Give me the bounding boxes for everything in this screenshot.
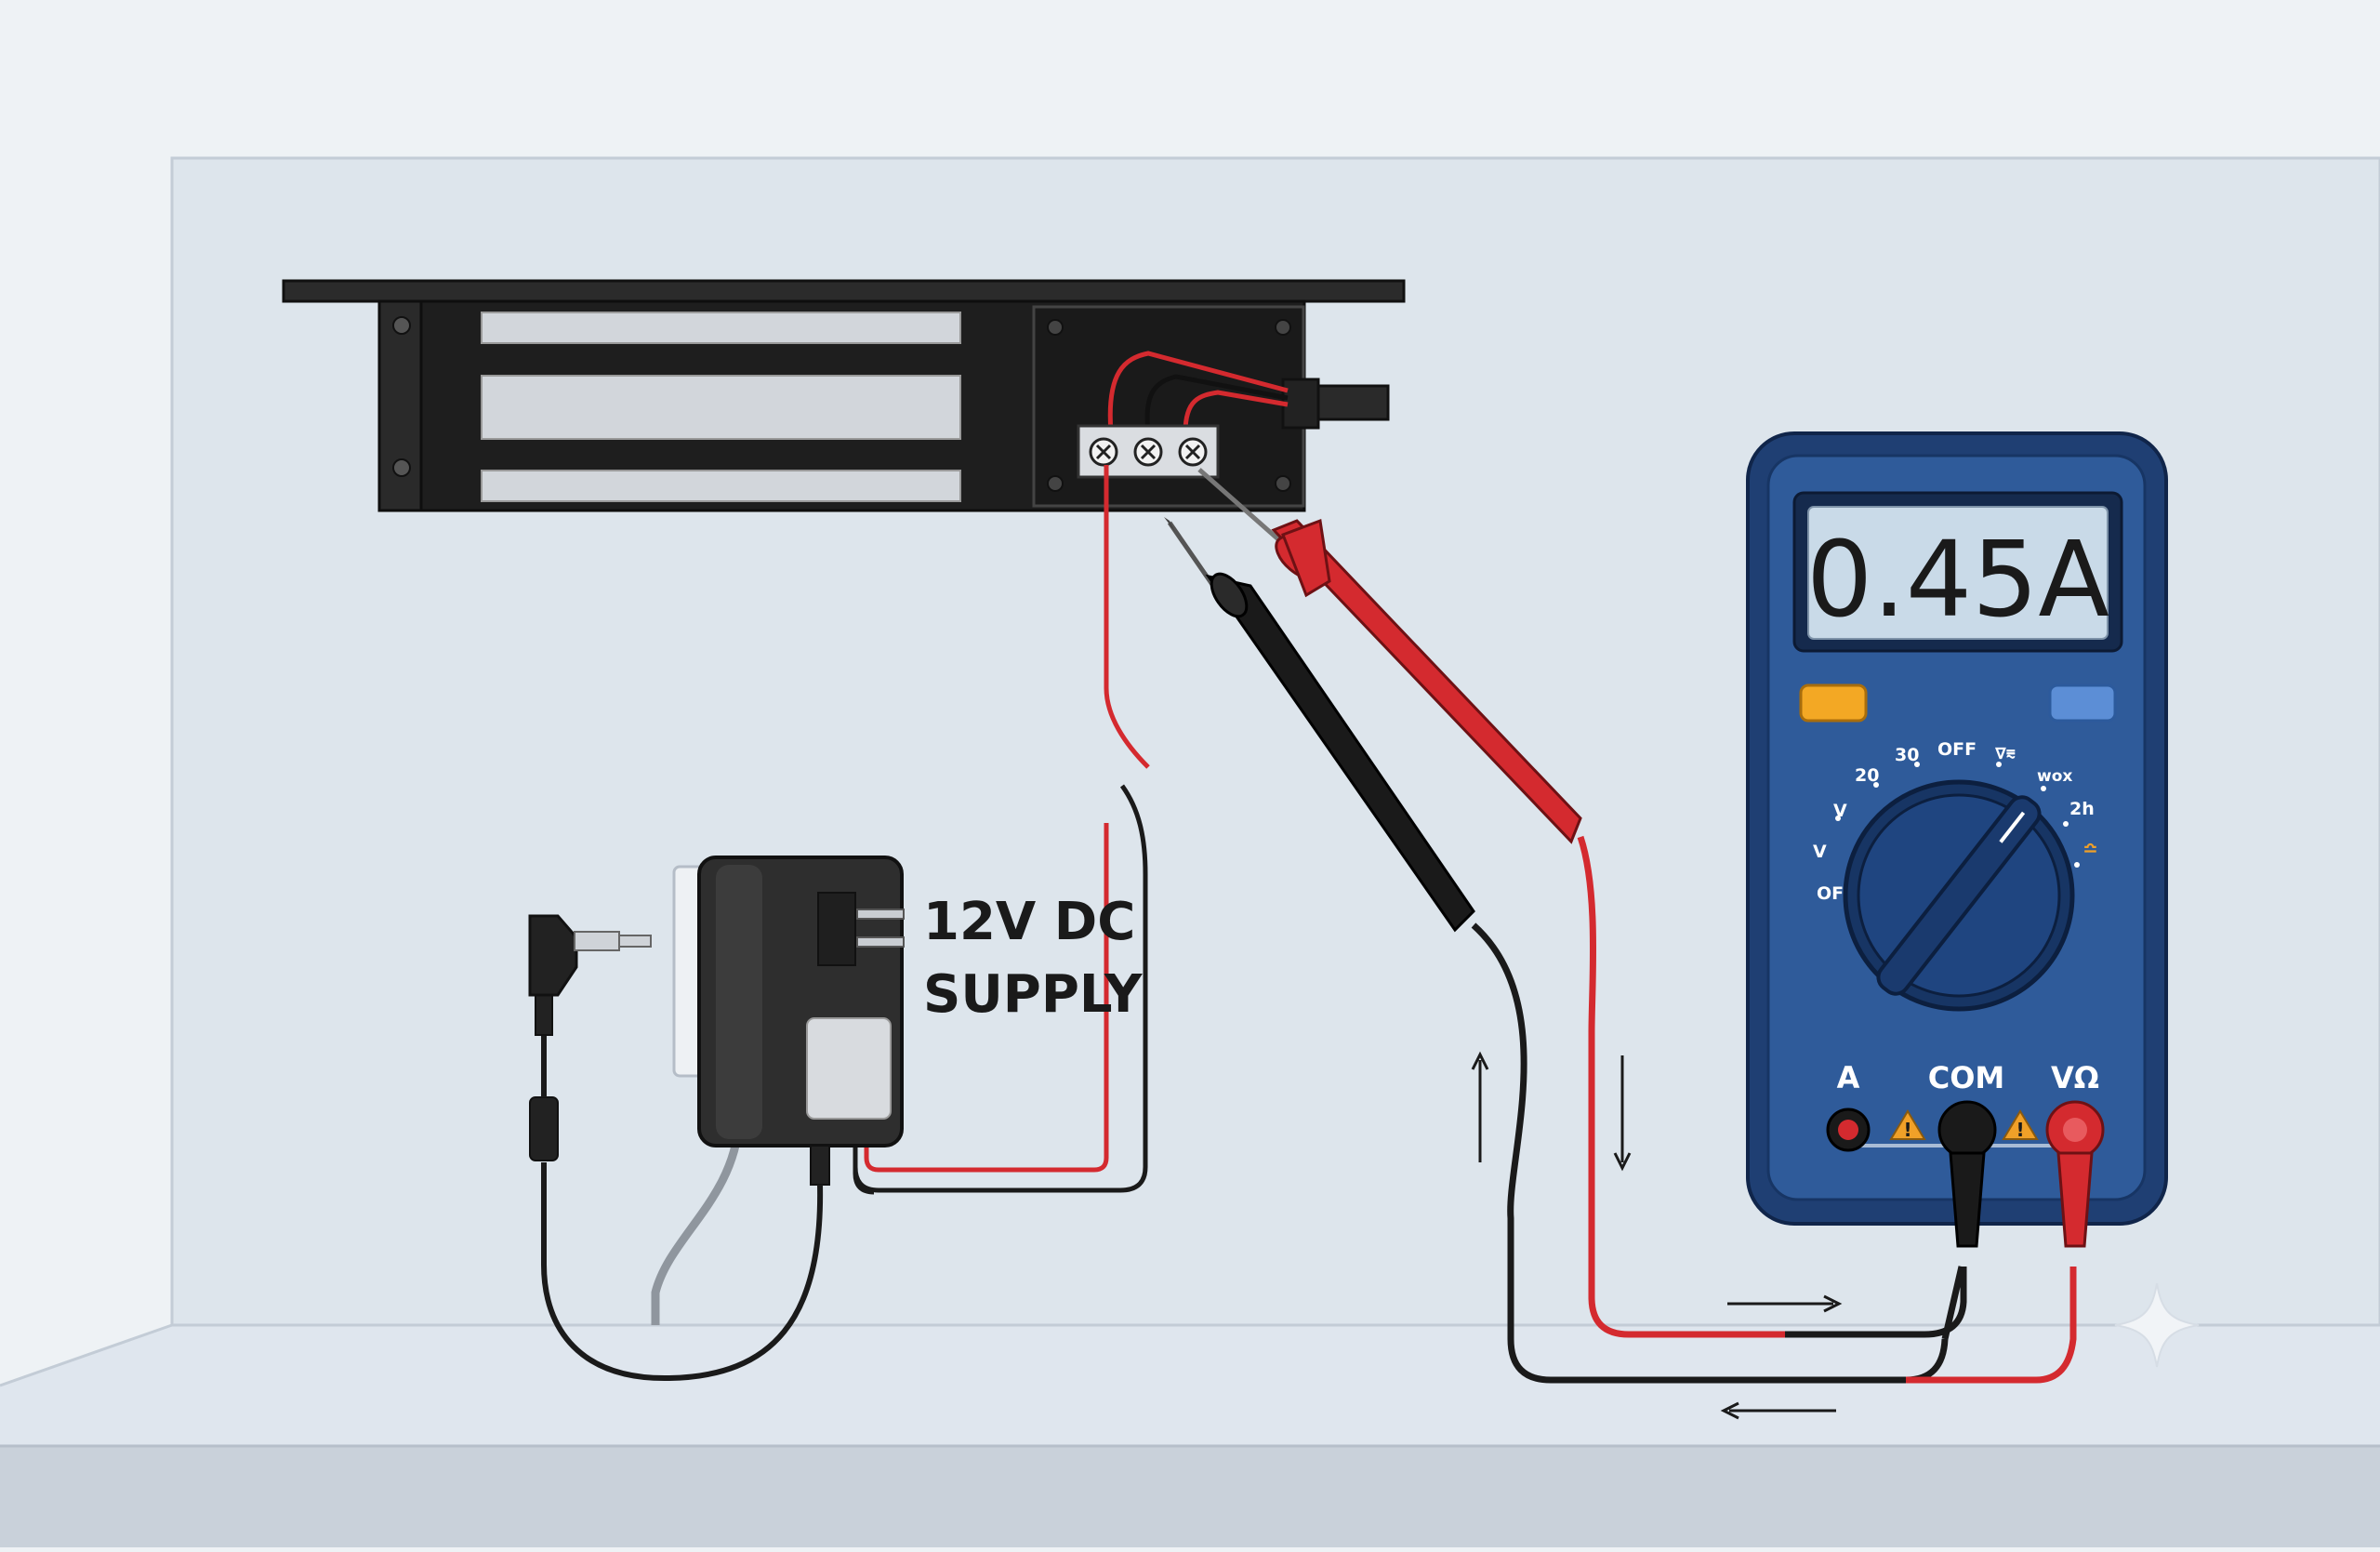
power-adapter <box>528 856 905 1382</box>
cable-gland <box>1281 378 1320 430</box>
magnet-strip <box>481 312 961 344</box>
svg-text:!: ! <box>1903 1119 1911 1141</box>
ferrite-choke <box>529 1096 559 1161</box>
adapter-label-plate <box>806 1017 892 1120</box>
mains-cord <box>651 1120 744 1325</box>
sparkle-icon <box>2114 1282 2200 1368</box>
red-lead-plug <box>2056 1151 2094 1248</box>
blue-function-button[interactable] <box>2048 683 2117 723</box>
plug-prong <box>856 909 905 920</box>
dial-label: OFF <box>1937 739 1977 760</box>
plug-prong <box>856 936 905 948</box>
orange-function-button[interactable] <box>1799 683 1868 723</box>
dial-label: 20 <box>1855 765 1879 786</box>
dc-output-cable <box>541 1162 824 1382</box>
warning-icon <box>1889 1109 1926 1140</box>
supply-label-line1: 12V DC <box>923 892 1135 952</box>
jack-label-v-ohm: VΩ <box>2051 1060 2099 1095</box>
jack-label-a: A <box>1837 1060 1860 1095</box>
mounting-screw-icon <box>392 458 411 477</box>
black-probe-guard <box>1210 572 1249 618</box>
lock-red-wire <box>1104 465 1150 769</box>
magnetic-lock <box>282 279 1406 512</box>
red-probe-lead <box>1577 835 1785 1338</box>
black-probe <box>1164 517 1475 933</box>
magnet-strip <box>481 375 961 440</box>
jack-label-com: COM <box>1928 1060 2005 1095</box>
warning-icon <box>2002 1109 2039 1140</box>
cable-gland-nut <box>1316 384 1390 421</box>
dial-label: 30 <box>1895 745 1919 765</box>
dc-barrel-plug <box>528 914 578 997</box>
mounting-plate <box>282 279 1406 303</box>
mounting-screw-icon <box>392 316 411 335</box>
lcd-display <box>1807 506 2109 640</box>
black-probe-tip <box>1167 521 1216 588</box>
dial-label: 2h <box>2069 799 2095 819</box>
current-flow-arrows <box>1471 1051 1843 1420</box>
meter-reading: 0.45A <box>1806 520 2109 641</box>
magnet-strip <box>481 470 961 502</box>
floor-ledge <box>0 1325 2380 1451</box>
black-lead-plug <box>1949 1151 1986 1248</box>
dial-label: ≏ <box>2082 838 2098 860</box>
svg-text:!: ! <box>2016 1119 2024 1141</box>
supply-red-wire <box>864 823 1109 1173</box>
dial-label: V <box>1813 842 1827 862</box>
dial-knob-pointer[interactable] <box>1873 792 2044 1000</box>
supply-black-wire <box>853 784 1148 1193</box>
dial-label: ∇⩳ <box>1995 745 2016 763</box>
multimeter: 0.45A OFF V V 20 30 OFF ∇⩳ wox 2h ≏ A CO… <box>1746 431 2168 1248</box>
com-jack[interactable] <box>1937 1100 1997 1160</box>
floor-strip <box>0 1446 2380 1547</box>
red-probe-tip <box>1197 468 1280 541</box>
supply-label-line2: SUPPLY <box>923 964 1144 1025</box>
red-probe <box>1197 468 1582 844</box>
dial-label: wox <box>2037 767 2072 786</box>
